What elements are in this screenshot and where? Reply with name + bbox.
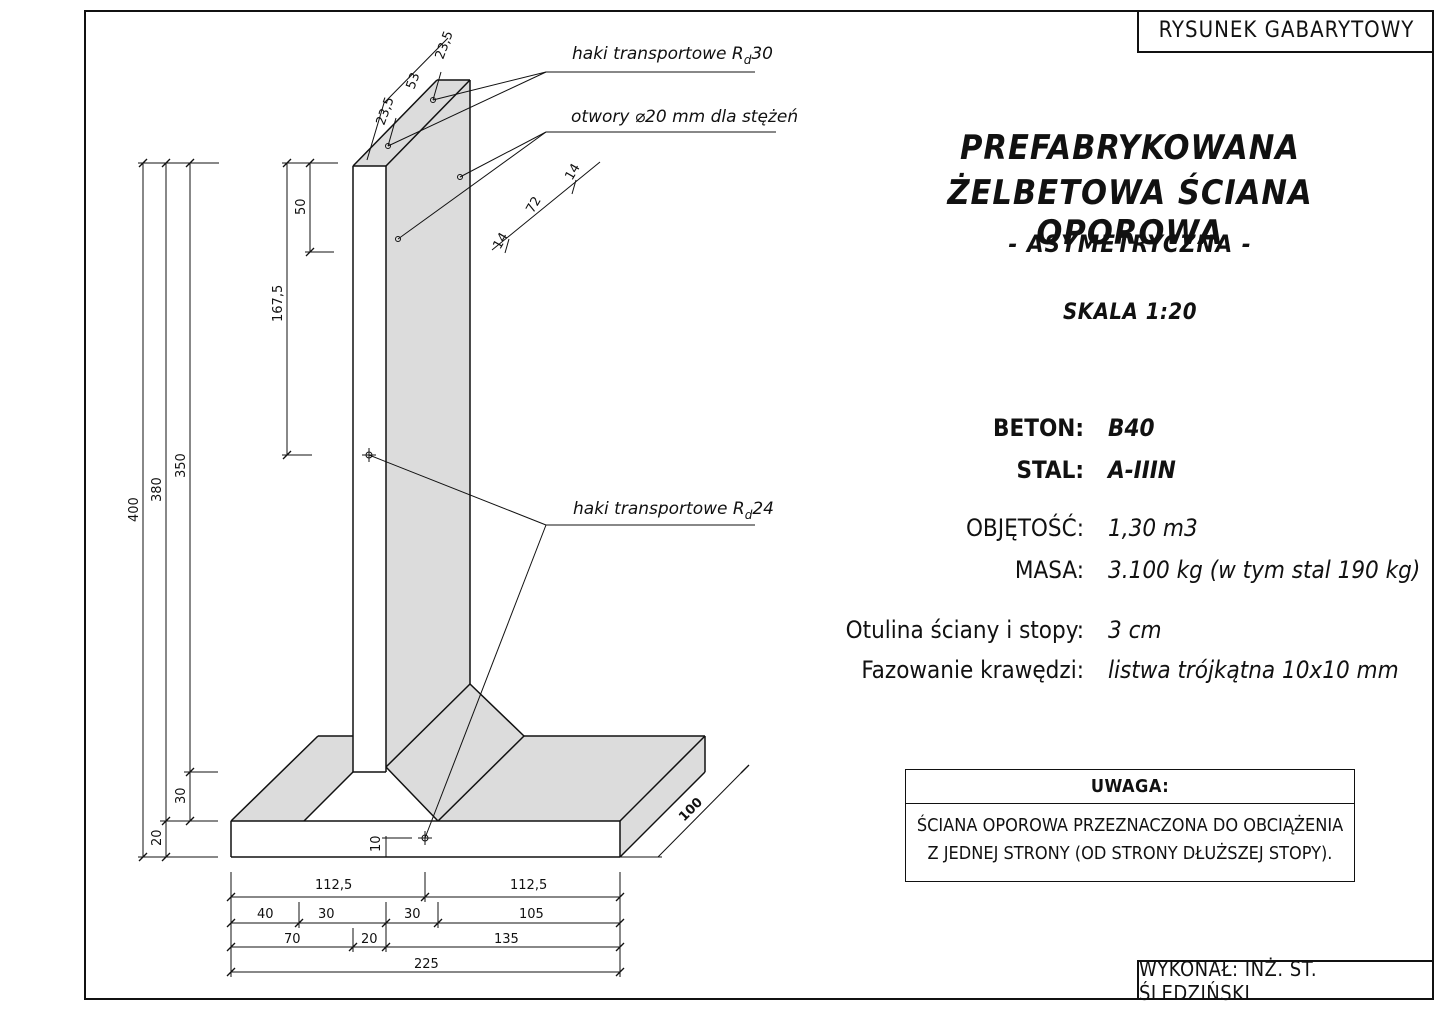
- spec-value-mass: 3.100 kg (w tym stal 190 kg): [1108, 556, 1421, 584]
- spec-label-steel: STAL:: [1016, 456, 1084, 484]
- dim-h-10: 10: [369, 835, 384, 852]
- note-line-2: Z JEDNEJ STRONY (OD STRONY DŁUŻSZEJ STOP…: [927, 843, 1333, 864]
- dim-w-40: 40: [257, 907, 274, 922]
- dim-h-1675: 167,5: [271, 285, 286, 322]
- dimension-lines: [138, 37, 746, 977]
- spec-label-concrete: BETON:: [993, 414, 1084, 442]
- dim-holes-spacing: 72: [523, 194, 544, 216]
- hook-top-2: [385, 143, 391, 149]
- dim-h-380: 380: [150, 477, 165, 502]
- spec-value-chamfer: listwa trójkątna 10x10 mm: [1108, 656, 1399, 684]
- title-line-2: ŻELBETOWA ŚCIANA OPOROWA: [947, 173, 1313, 253]
- callout-texts: haki transportowe Rd30 otwory ⌀20 mm dla…: [571, 44, 798, 522]
- stamp-author: WYKONAŁ: INŻ. ST. ŚLEDZIŃSKI: [1137, 957, 1434, 1005]
- slab-right-side: [620, 736, 705, 857]
- spec-value-volume: 1,30 m3: [1108, 514, 1198, 542]
- dim-h-350: 350: [174, 453, 189, 478]
- spec-label-chamfer: Fazowanie krawędzi:: [861, 656, 1084, 684]
- note-heading: UWAGA:: [906, 770, 1354, 804]
- dim-top-b: 53: [404, 71, 424, 92]
- drawing-frame: [84, 10, 1434, 1000]
- dim-w-30a: 30: [318, 907, 335, 922]
- hole-1: [457, 174, 463, 180]
- title-line-1: PREFABRYKOWANA: [960, 128, 1300, 168]
- dim-w-225: 225: [414, 957, 439, 972]
- wall-side-face: [386, 80, 470, 767]
- wall-top-face: [353, 80, 470, 166]
- dim-h-20: 20: [150, 829, 165, 846]
- spec-label-mass: MASA:: [1014, 556, 1084, 584]
- spec-value-concrete: B40: [1108, 414, 1155, 442]
- note-line-1: ŚCIANA OPOROWA PRZEZNACZONA DO OBCIĄŻENI…: [916, 815, 1344, 836]
- dim-h-total: 400: [127, 497, 142, 522]
- hook-top-1: [430, 97, 436, 103]
- shaded-faces: [231, 80, 705, 857]
- note-body: ŚCIANA OPOROWA PRZEZNACZONA DO OBCIĄŻENI…: [906, 804, 1354, 868]
- title-line-3: - ASYMETRYCZNA -: [1008, 230, 1252, 258]
- spec-value-steel: A-IIIN: [1108, 456, 1176, 484]
- left-slab-top: [231, 736, 353, 821]
- note-box: UWAGA: ŚCIANA OPOROWA PRZEZNACZONA DO OB…: [905, 769, 1355, 882]
- spec-label-cover: Otulina ściany i stopy:: [845, 616, 1084, 644]
- dim-w-70: 70: [284, 932, 301, 947]
- dim-w-half-left: 112,5: [315, 878, 352, 893]
- dim-w-20: 20: [361, 932, 378, 947]
- dim-h-30: 30: [174, 787, 189, 804]
- dim-w-half-right: 112,5: [510, 878, 547, 893]
- hook-markers: [362, 97, 463, 845]
- right-slab-top: [438, 736, 705, 821]
- spec-value-cover: 3 cm: [1108, 616, 1162, 644]
- haunch-face: [386, 684, 524, 821]
- dim-w-135: 135: [494, 932, 519, 947]
- dimension-texts: 23,5 53 23,5 14 72 14 400 380 350 50 167…: [127, 29, 706, 972]
- dim-w-105: 105: [519, 907, 544, 922]
- stamp-drawing-type: RYSUNEK GABARYTOWY: [1137, 10, 1434, 53]
- callout-hooks-side: haki transportowe Rd24: [573, 499, 774, 522]
- callout-hooks-top: haki transportowe Rd30: [572, 44, 773, 67]
- leader-lines: [368, 71, 776, 839]
- scale-label: SKALA 1:20: [1063, 300, 1197, 325]
- dim-w-30b: 30: [404, 907, 421, 922]
- spec-label-volume: OBJĘTOŚĆ:: [965, 514, 1084, 542]
- dim-holes-edge-2: 14: [562, 161, 583, 183]
- hole-2: [395, 236, 401, 242]
- dim-holes-edge-1: 14: [490, 230, 511, 252]
- dimension-ticks: [138, 158, 750, 977]
- dim-h-50: 50: [294, 198, 309, 215]
- callout-holes: otwory ⌀20 mm dla stężeń: [571, 107, 798, 127]
